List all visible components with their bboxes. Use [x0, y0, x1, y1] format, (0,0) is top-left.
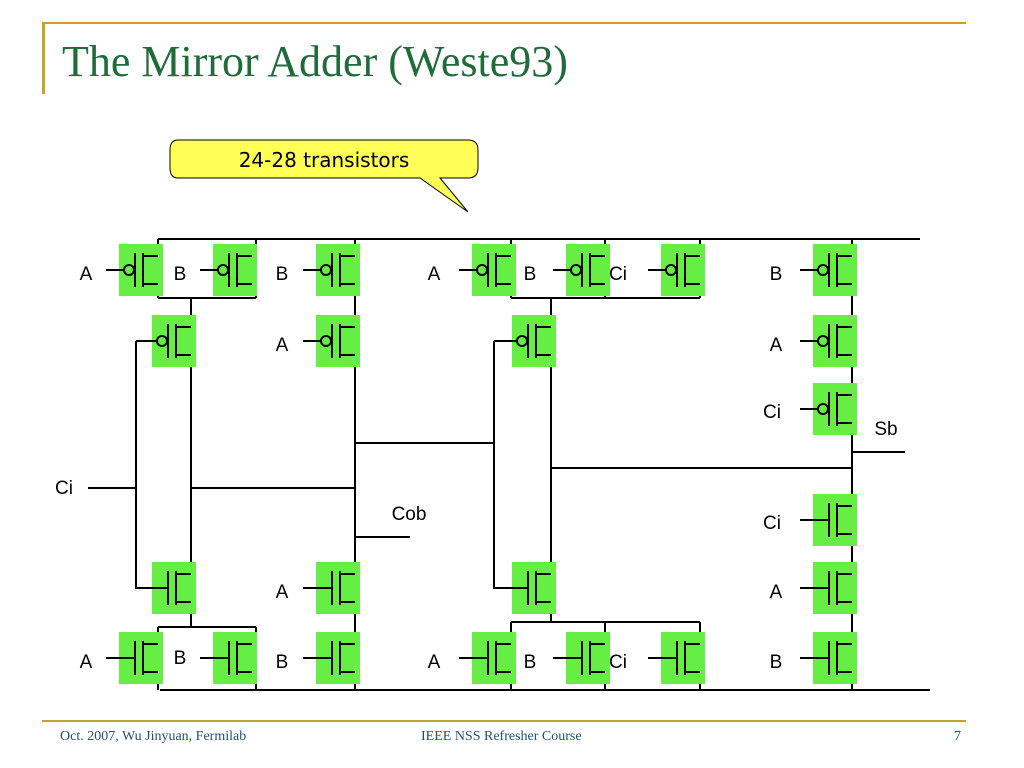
- nmos-transistor: [553, 632, 610, 684]
- nmos-transistor: [139, 562, 196, 614]
- pmos-transistor: [800, 244, 857, 296]
- nmos-gate-label: Ci: [763, 513, 781, 534]
- transistors: [106, 244, 857, 684]
- pmos-transistor: [139, 315, 196, 367]
- nmos-transistor: [459, 632, 516, 684]
- nmos-gate-label: A: [80, 652, 93, 673]
- nmos-gate-label: B: [770, 652, 783, 673]
- pmos-transistor: [553, 244, 610, 296]
- nmos-gate-label: A: [770, 582, 783, 603]
- footer-left: Oct. 2007, Wu Jinyuan, Fermilab: [60, 729, 247, 744]
- nmos-transistor: [800, 632, 857, 684]
- nmos-transistor: [800, 494, 857, 546]
- callout: 24-28 transistors: [169, 139, 479, 213]
- nmos-gate-label: A: [428, 652, 441, 673]
- output-cob-label: Cob: [392, 504, 427, 525]
- nmos-gate-label: B: [174, 648, 187, 669]
- pmos-gate-label: B: [770, 264, 783, 285]
- pmos-gate-label: A: [276, 335, 289, 356]
- callout-text: 24-28 transistors: [239, 148, 410, 172]
- nmos-gate-label: B: [276, 652, 289, 673]
- pmos-gate-label: A: [770, 335, 783, 356]
- page-title: The Mirror Adder (Weste93): [62, 37, 568, 86]
- output-sb-label: Sb: [874, 419, 897, 440]
- wires: [88, 238, 930, 691]
- nmos-transistor: [303, 562, 360, 614]
- pmos-transistor: [648, 244, 705, 296]
- pmos-transistor: [303, 244, 360, 296]
- pmos-gate-label: A: [428, 264, 441, 285]
- nmos-gate-label: A: [276, 582, 289, 603]
- nmos-transistor: [106, 632, 163, 684]
- nmos-transistor: [800, 562, 857, 614]
- pmos-gate-label: B: [276, 264, 289, 285]
- nmos-transistor: [303, 632, 360, 684]
- pmos-gate-label: B: [524, 264, 537, 285]
- pmos-transistor: [499, 315, 556, 367]
- pmos-transistor: [303, 315, 360, 367]
- pmos-transistor: [800, 315, 857, 367]
- pmos-gate-label: A: [80, 264, 93, 285]
- pmos-gate-label: Ci: [763, 402, 781, 423]
- pmos-transistor: [459, 244, 516, 296]
- title-accent-horizontal: [42, 22, 966, 24]
- input-ci-label: Ci: [55, 478, 73, 499]
- nmos-transistor: [200, 632, 257, 684]
- footer-page-number: 7: [954, 729, 961, 744]
- footer-center: IEEE NSS Refresher Course: [421, 729, 582, 744]
- nmos-transistor: [648, 632, 705, 684]
- pmos-transistor: [106, 244, 163, 296]
- pmos-gate-label: B: [174, 264, 187, 285]
- pmos-gate-label: Ci: [609, 264, 627, 285]
- nmos-transistor: [499, 562, 556, 614]
- pmos-transistor: [800, 383, 857, 435]
- pmos-transistor: [200, 244, 257, 296]
- nmos-gate-label: B: [524, 652, 537, 673]
- footer-divider: [42, 720, 966, 722]
- nmos-gate-label: Ci: [609, 652, 627, 673]
- title-accent-vertical: [42, 22, 45, 94]
